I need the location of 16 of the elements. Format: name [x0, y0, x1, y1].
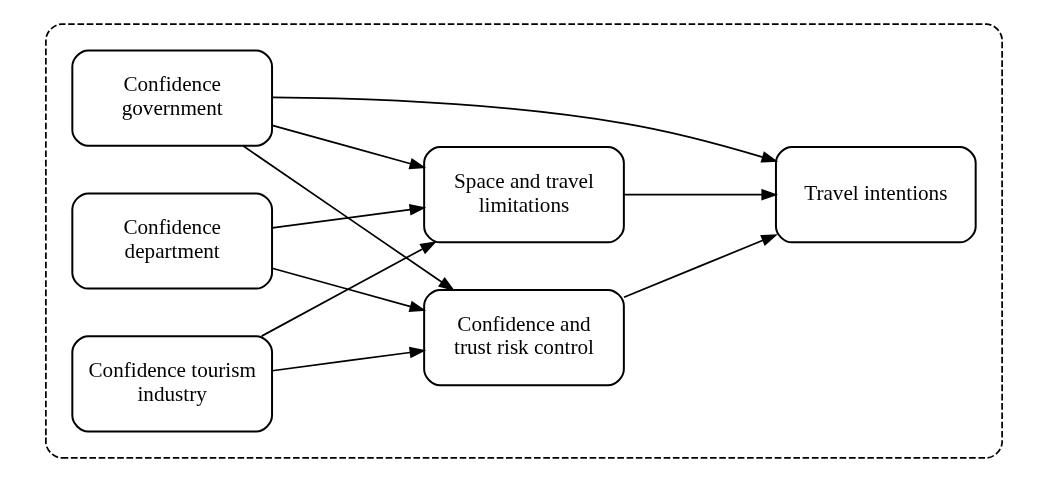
- arrow: [271, 267, 427, 313]
- arrow: [271, 346, 427, 372]
- arrow: [623, 188, 779, 201]
- arrow: [623, 234, 778, 299]
- node-box: Confidence and trust risk control: [423, 288, 625, 387]
- arrow: [242, 145, 456, 292]
- arrow: [271, 96, 779, 163]
- arrow: [271, 124, 427, 170]
- node-box: Space and travel limitations: [423, 146, 625, 244]
- node-box: Confidence government: [71, 49, 274, 147]
- node-box: Confidence department: [71, 192, 274, 290]
- node-box: Confidence tourism industry: [71, 335, 274, 433]
- cluster: [45, 23, 1003, 459]
- node-box: Travel intentions: [774, 146, 977, 244]
- arrow: [260, 241, 437, 337]
- arrow: [271, 203, 427, 229]
